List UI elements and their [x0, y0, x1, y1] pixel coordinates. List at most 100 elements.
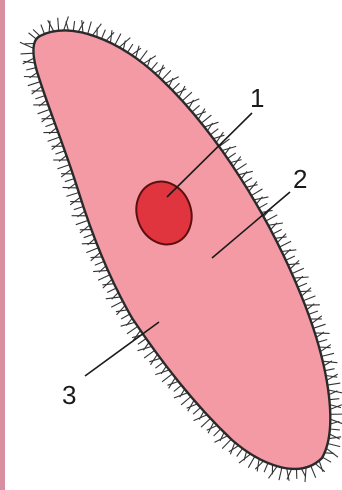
- cilium: [192, 105, 200, 112]
- cilium: [273, 229, 282, 234]
- cilium: [161, 366, 166, 374]
- cilium: [84, 234, 93, 238]
- cilium: [199, 411, 204, 419]
- cilium: [325, 453, 335, 454]
- callout-label-1: 1: [250, 83, 264, 113]
- cilium: [45, 123, 54, 126]
- cilium: [220, 432, 224, 441]
- cilium: [65, 179, 75, 182]
- cilium: [248, 456, 255, 467]
- cilium: [323, 457, 332, 462]
- cilium: [255, 461, 263, 469]
- cilium: [181, 397, 191, 405]
- cilium: [312, 316, 322, 324]
- cilium: [275, 237, 287, 239]
- callout-label-3: 3: [62, 380, 76, 410]
- cilium: [73, 21, 74, 31]
- cilium: [162, 70, 171, 79]
- cilium: [66, 193, 78, 197]
- callout-label-2: 2: [293, 164, 307, 194]
- cilium: [82, 20, 83, 33]
- cilium: [174, 385, 182, 391]
- cilium: [180, 389, 185, 397]
- cilium: [98, 275, 110, 280]
- left-edge-bar: [0, 0, 5, 490]
- cilium: [286, 256, 295, 260]
- cilium: [222, 439, 231, 448]
- cilium: [70, 197, 80, 205]
- cilium: [300, 291, 312, 292]
- cilium: [147, 58, 150, 67]
- cilium: [102, 30, 106, 39]
- cilium: [112, 293, 119, 300]
- cilium: [155, 362, 163, 368]
- cilium: [151, 62, 158, 70]
- cilium: [91, 257, 103, 258]
- cilium: [244, 451, 247, 460]
- cilium: [48, 20, 54, 31]
- cilium: [115, 34, 121, 46]
- cilium: [143, 343, 149, 351]
- cilium: [138, 339, 146, 345]
- cilium: [228, 153, 236, 159]
- cilium: [264, 463, 268, 472]
- cilium: [279, 468, 282, 481]
- cilium: [298, 283, 307, 287]
- cilium: [330, 429, 340, 430]
- cilium: [106, 32, 114, 40]
- cilium: [42, 114, 52, 122]
- cilium: [58, 18, 59, 31]
- cilium: [123, 41, 125, 50]
- cilium: [48, 137, 60, 141]
- cilium: [237, 448, 243, 456]
- cilium: [296, 276, 303, 283]
- cilium: [325, 369, 335, 371]
- cilium: [88, 22, 92, 35]
- cilium: [144, 350, 155, 358]
- cilium: [86, 248, 98, 253]
- cilium: [52, 142, 62, 150]
- cilium: [207, 123, 212, 131]
- cilium: [328, 444, 341, 447]
- cilium: [271, 223, 278, 230]
- cilium: [111, 301, 123, 307]
- cilium: [74, 207, 84, 210]
- cilium: [309, 311, 318, 314]
- cilium: [301, 468, 305, 477]
- cilium: [288, 264, 300, 265]
- cilium: [244, 178, 252, 183]
- cilium: [127, 326, 138, 333]
- cilium: [266, 215, 277, 221]
- cilium: [210, 129, 218, 135]
- cilium: [201, 418, 211, 427]
- cilium: [21, 53, 34, 54]
- cilium: [57, 165, 69, 169]
- cilium: [32, 86, 42, 94]
- cilium: [121, 314, 130, 319]
- cell-body: [33, 30, 330, 468]
- cilium: [279, 241, 291, 247]
- cilium: [140, 50, 148, 60]
- cilium: [55, 151, 64, 154]
- cilium: [189, 100, 194, 108]
- cilium: [172, 83, 179, 90]
- cilium: [284, 249, 291, 256]
- cilium: [236, 164, 247, 171]
- leader-line-3: [85, 322, 159, 376]
- cilium: [38, 109, 50, 113]
- cilium: [241, 171, 247, 179]
- cilium: [214, 429, 221, 436]
- cilium: [128, 44, 133, 52]
- cilium: [329, 399, 339, 400]
- cilium: [319, 347, 331, 348]
- cilium: [313, 324, 325, 328]
- cilium: [303, 296, 315, 301]
- cilium: [201, 115, 211, 123]
- cilium: [256, 197, 262, 204]
- cilium: [102, 284, 114, 285]
- cilium: [311, 466, 316, 478]
- cilium: [182, 92, 192, 101]
- cilium: [29, 33, 37, 39]
